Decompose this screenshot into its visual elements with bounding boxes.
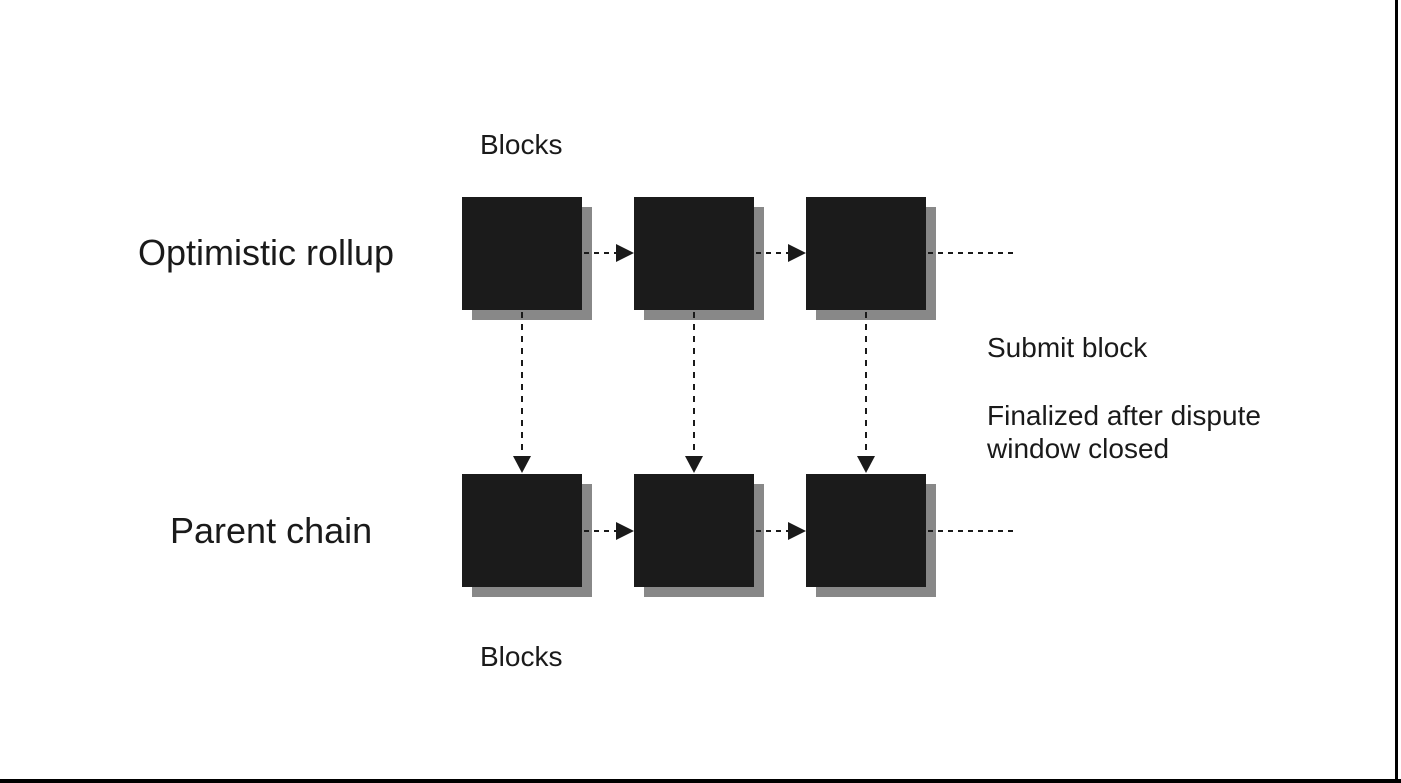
frame-bottom-border — [0, 779, 1401, 783]
submit-block-annotation: Submit block — [987, 332, 1148, 363]
parent-arrow-1-head-icon — [616, 522, 634, 540]
submit-arrow-1-head-icon — [513, 456, 531, 473]
submit-arrow-2-head-icon — [685, 456, 703, 473]
rollup-block-2 — [634, 197, 754, 310]
optimistic-rollup-label: Optimistic rollup — [138, 232, 395, 273]
submit-arrow-3-line — [865, 312, 867, 456]
rollup-arrow-2-head-icon — [788, 244, 806, 262]
parent-block-2 — [634, 474, 754, 587]
rollup-chain-continues-line — [928, 252, 1018, 254]
parent-arrow-2-line — [756, 530, 788, 532]
rollup-arrow-2-line — [756, 252, 788, 254]
rollup-block-3 — [806, 197, 926, 310]
submit-arrow-1-line — [521, 312, 523, 456]
submit-arrow-2-line — [693, 312, 695, 456]
submit-arrow-3-head-icon — [857, 456, 875, 473]
parent-arrow-2-head-icon — [788, 522, 806, 540]
frame-right-border — [1395, 0, 1398, 783]
parent-chain-label: Parent chain — [170, 510, 373, 551]
parent-arrow-1-line — [584, 530, 616, 532]
rollup-arrow-1-head-icon — [616, 244, 634, 262]
parent-block-3 — [806, 474, 926, 587]
parent-block-1 — [462, 474, 582, 587]
rollup-arrow-1-line — [584, 252, 616, 254]
finalized-annotation: Finalized after dispute window closed — [987, 400, 1261, 464]
rollup-block-1 — [462, 197, 582, 310]
parent-chain-continues-line — [928, 530, 1018, 532]
top-blocks-caption: Blocks — [480, 129, 563, 160]
bottom-blocks-caption: Blocks — [480, 641, 563, 672]
